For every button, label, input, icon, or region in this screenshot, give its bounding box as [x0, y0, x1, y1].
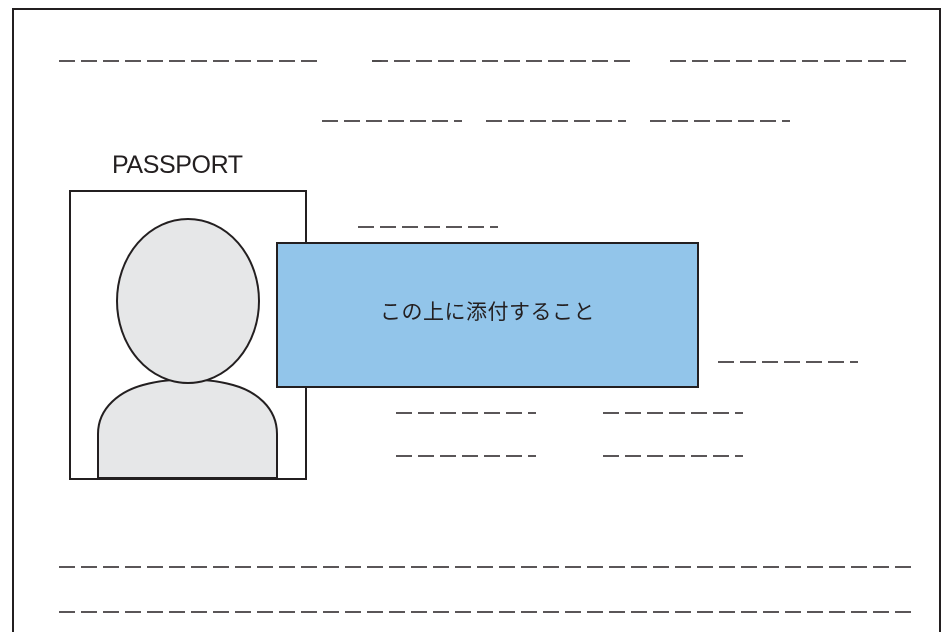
- attach-instruction-text: この上に添付すること: [380, 300, 595, 324]
- photo-placeholder: [69, 190, 307, 480]
- passport-label: PASSPORT: [112, 151, 243, 179]
- person-silhouette-icon: [97, 218, 278, 478]
- attach-area: この上に添付すること: [276, 242, 699, 388]
